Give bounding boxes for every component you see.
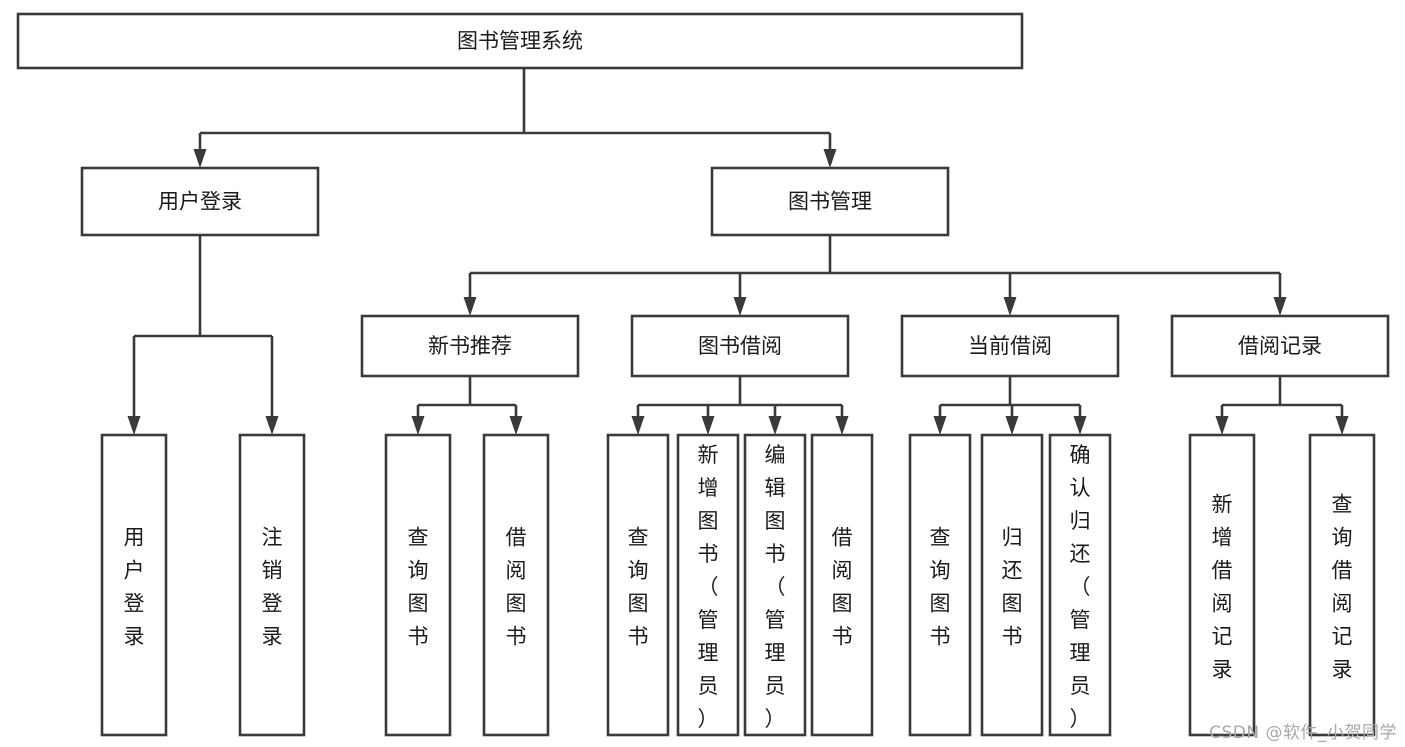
node-l-add-book[interactable]: 新增图书（管理员） <box>676 433 740 737</box>
node-label: 查询图书 <box>930 526 951 649</box>
edge-group-n-book-borrow <box>631 376 849 435</box>
node-label: 图书借阅 <box>698 334 782 358</box>
node-n-book-mgmt[interactable]: 图书管理 <box>710 166 950 237</box>
arrow-head-icon <box>835 416 849 435</box>
node-box[interactable] <box>908 433 972 737</box>
node-box[interactable] <box>360 314 580 378</box>
arrow-head-icon <box>265 416 279 435</box>
node-label: 图书管理系统 <box>457 29 583 53</box>
node-l-confirm-return[interactable]: 确认归还（管理员） <box>1048 433 1112 737</box>
node-box[interactable] <box>16 12 1024 70</box>
node-label: 图书管理 <box>788 190 872 214</box>
node-box[interactable] <box>900 314 1120 378</box>
arrow-head-icon <box>463 297 477 316</box>
node-n-current-borrow[interactable]: 当前借阅 <box>900 314 1120 378</box>
node-l-edit-book[interactable]: 编辑图书（管理员） <box>743 433 807 737</box>
edge-group-root <box>193 68 837 168</box>
node-box[interactable] <box>810 433 874 737</box>
node-label: 查询图书 <box>408 526 429 649</box>
watermark-text: CSDN @软件_小贺同学 <box>1209 723 1397 743</box>
node-box[interactable] <box>1048 433 1112 737</box>
edge-group-n-current-borrow <box>933 376 1087 435</box>
node-root[interactable]: 图书管理系统 <box>16 12 1024 70</box>
arrow-head-icon <box>1073 416 1087 435</box>
node-n-new-book-rec[interactable]: 新书推荐 <box>360 314 580 378</box>
node-box[interactable] <box>100 433 168 737</box>
node-l-logout[interactable]: 注销登录 <box>238 433 306 737</box>
connector-layer <box>127 68 1349 435</box>
node-label: 用户登录 <box>158 190 242 214</box>
node-label: 新增图书（管理员） <box>698 443 719 731</box>
arrow-head-icon <box>411 416 425 435</box>
node-l-query-book-2[interactable]: 查询图书 <box>606 433 670 737</box>
node-l-query-record[interactable]: 查询借阅记录 <box>1308 433 1376 737</box>
arrow-head-icon <box>631 416 645 435</box>
node-box[interactable] <box>980 433 1044 737</box>
node-l-user-login[interactable]: 用户登录 <box>100 433 168 737</box>
node-box[interactable] <box>238 433 306 737</box>
node-label: 借阅图书 <box>506 526 527 649</box>
node-l-borrow-book-2[interactable]: 借阅图书 <box>810 433 874 737</box>
node-l-add-record[interactable]: 新增借阅记录 <box>1188 433 1256 737</box>
node-box[interactable] <box>630 314 850 378</box>
arrow-head-icon <box>1005 416 1019 435</box>
node-n-borrow-record[interactable]: 借阅记录 <box>1170 314 1390 378</box>
node-l-query-book-1[interactable]: 查询图书 <box>384 433 452 737</box>
node-label: 注销登录 <box>262 526 283 649</box>
node-label: 查询借阅记录 <box>1332 493 1353 682</box>
node-label: 当前借阅 <box>968 334 1052 358</box>
node-box[interactable] <box>384 433 452 737</box>
node-label: 编辑图书（管理员） <box>765 443 786 731</box>
edge-group-n-new-book-rec <box>411 376 523 435</box>
node-box[interactable] <box>710 166 950 237</box>
node-box[interactable] <box>80 166 320 237</box>
arrow-head-icon <box>509 416 523 435</box>
node-n-book-borrow[interactable]: 图书借阅 <box>630 314 850 378</box>
arrow-head-icon <box>768 416 782 435</box>
arrow-head-icon <box>1215 416 1229 435</box>
node-box[interactable] <box>676 433 740 737</box>
node-label: 确认归还（管理员） <box>1070 443 1091 731</box>
node-l-return-book[interactable]: 归还图书 <box>980 433 1044 737</box>
arrow-head-icon <box>1273 297 1287 316</box>
node-box[interactable] <box>482 433 550 737</box>
node-n-user-login[interactable]: 用户登录 <box>80 166 320 237</box>
node-label: 查询图书 <box>628 526 649 649</box>
edge-group-n-borrow-record <box>1215 376 1349 435</box>
edge-group-n-book-mgmt <box>463 235 1287 316</box>
arrow-head-icon <box>823 149 837 168</box>
arrow-head-icon <box>733 297 747 316</box>
arrow-head-icon <box>933 416 947 435</box>
arrow-head-icon <box>127 416 141 435</box>
node-layer: 图书管理系统用户登录图书管理新书推荐图书借阅当前借阅借阅记录用户登录注销登录查询… <box>16 12 1390 737</box>
node-box[interactable] <box>1188 433 1256 737</box>
node-l-borrow-book-1[interactable]: 借阅图书 <box>482 433 550 737</box>
node-box[interactable] <box>743 433 807 737</box>
arrow-head-icon <box>1335 416 1349 435</box>
node-label: 借阅记录 <box>1238 334 1322 358</box>
node-box[interactable] <box>1308 433 1376 737</box>
node-box[interactable] <box>606 433 670 737</box>
node-label: 借阅图书 <box>832 526 853 649</box>
arrow-head-icon <box>193 149 207 168</box>
arrow-head-icon <box>701 416 715 435</box>
node-label: 归还图书 <box>1002 526 1023 649</box>
node-label: 用户登录 <box>124 526 145 649</box>
arrow-head-icon <box>1003 297 1017 316</box>
node-label: 新书推荐 <box>428 334 512 358</box>
edge-group-n-user-login <box>127 235 279 435</box>
node-label: 新增借阅记录 <box>1212 493 1233 682</box>
node-l-query-book-3[interactable]: 查询图书 <box>908 433 972 737</box>
node-box[interactable] <box>1170 314 1390 378</box>
